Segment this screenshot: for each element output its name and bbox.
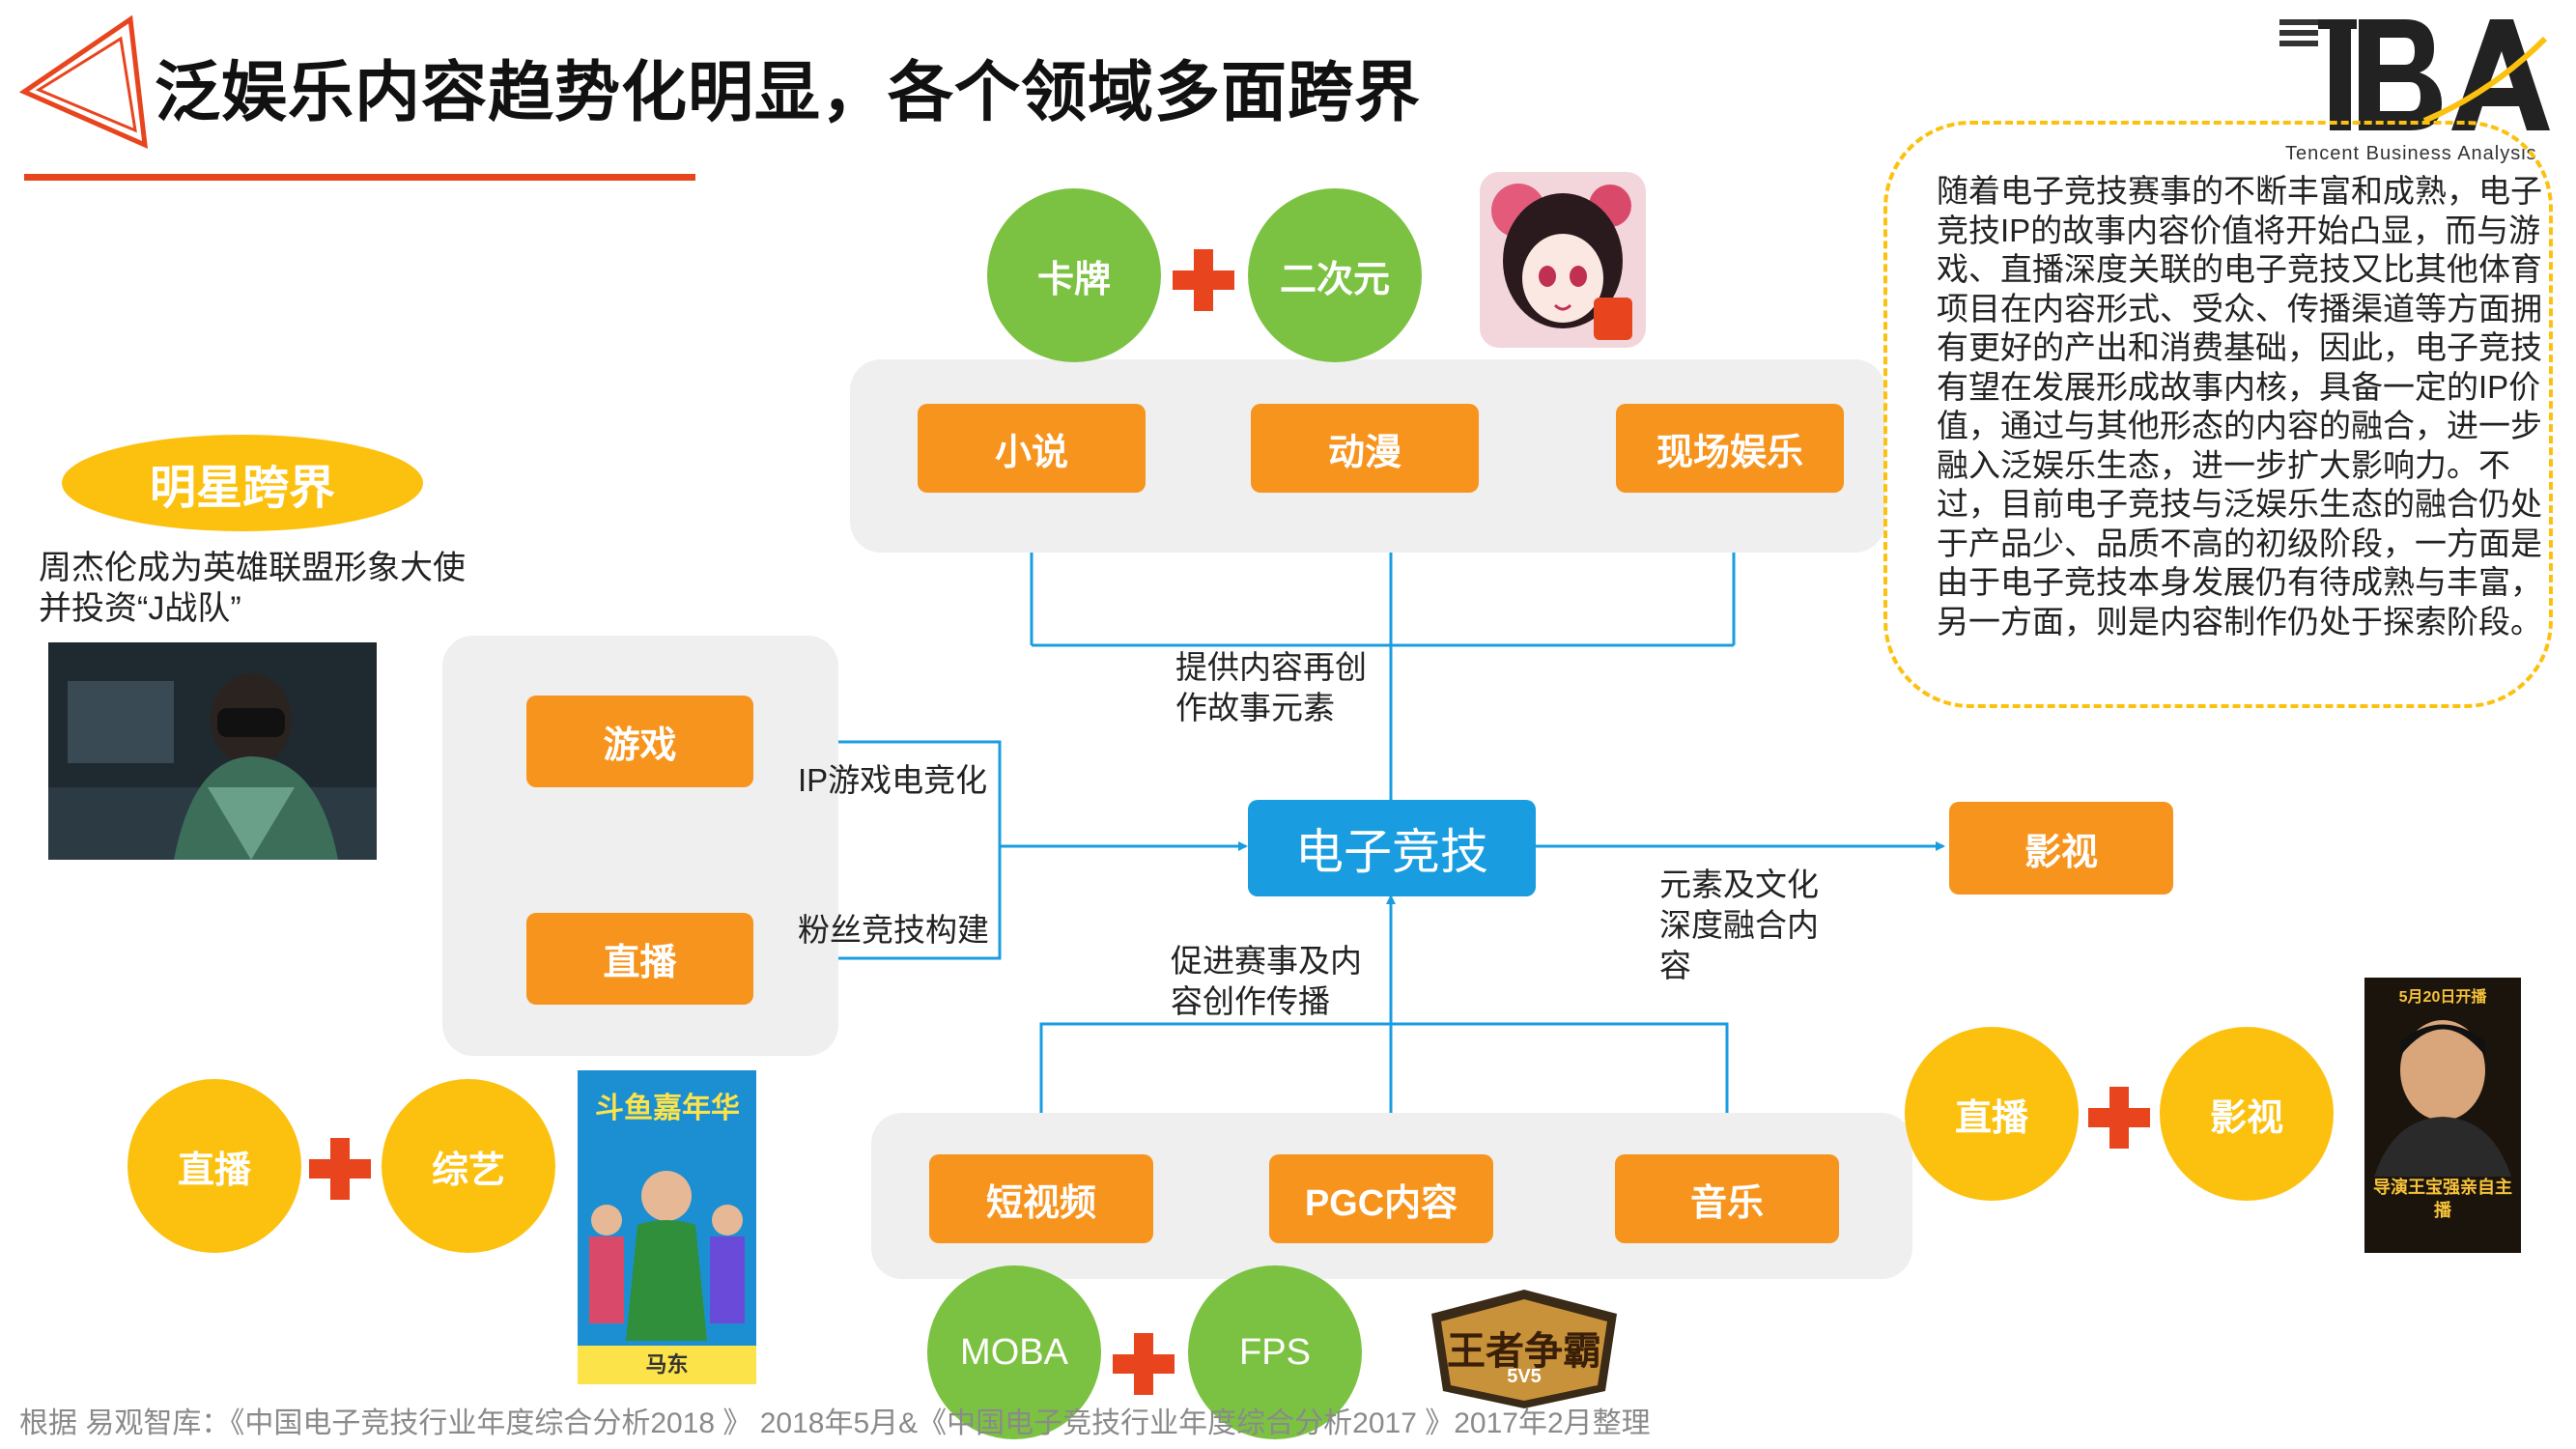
poster-movie-sub: 5月20日开播 <box>2398 989 2487 1006</box>
plus-icon <box>2088 1087 2150 1149</box>
title-underline <box>24 174 695 181</box>
poster-movie-title: 导演王宝强亲自主播 <box>2373 1178 2512 1220</box>
node-novel: 小说 <box>918 404 1146 493</box>
node-anime: 动漫 <box>1251 404 1479 493</box>
source-footnote: 根据 易观智库：《中国电子竞技行业年度综合分析2018 》 2018年5月&《中… <box>19 1407 1651 1439</box>
circle-fps: FPS <box>1188 1265 1362 1439</box>
star-badge: 明星跨界 <box>62 435 423 531</box>
label-deep-fusion: 元素及文化深度融合内容 <box>1659 867 1819 983</box>
plus-icon <box>309 1138 371 1200</box>
variety-show-poster: 斗鱼嘉年华 马东 <box>578 1070 756 1384</box>
circle-variety-show: 综艺 <box>382 1079 555 1253</box>
circle-livestream-right: 直播 <box>1905 1027 2079 1201</box>
node-music: 音乐 <box>1615 1154 1839 1243</box>
circle-moba: MOBA <box>927 1265 1101 1439</box>
plus-icon <box>1113 1333 1175 1395</box>
game-logo-sub: 5V5 <box>1507 1366 1542 1387</box>
game-logo-text: 王者争霸 <box>1447 1330 1601 1373</box>
triangle-logo-icon <box>18 14 148 150</box>
node-esports: 电子竞技 <box>1248 800 1536 896</box>
label-content-recreation: 提供内容再创作故事元素 <box>1175 649 1367 725</box>
page-title: 泛娱乐内容趋势化明显，各个领域多面跨界 <box>155 56 1422 129</box>
label-promote-events: 促进赛事及内容创作传播 <box>1171 943 1362 1019</box>
label-ip-game: IP游戏电竞化 <box>798 762 988 798</box>
poster-variety-title: 斗鱼嘉年华 <box>595 1093 740 1124</box>
node-game: 游戏 <box>526 696 753 787</box>
label-fan-competition: 粉丝竞技构建 <box>798 912 989 948</box>
analysis-note-text: 随着电子竞技赛事的不断丰富和成熟，电子竞技IP的故事内容价值将开始凸显，而与游戏… <box>1937 173 2542 639</box>
movie-poster: 5月20日开播 导演王宝强亲自主播 <box>2364 978 2521 1253</box>
tba-logo <box>2279 19 2550 130</box>
node-live-entertainment: 现场娱乐 <box>1616 404 1844 493</box>
plus-icon <box>1173 249 1234 311</box>
star-caption: 周杰伦成为英雄联盟形象大使并投资“J战队” <box>39 550 466 627</box>
circle-film-tv: 影视 <box>2160 1027 2334 1201</box>
anime-game-thumbnail <box>1480 172 1646 348</box>
game-logo-thumbnail: 王者争霸 5V5 <box>1412 1285 1636 1410</box>
star-badge-label: 明星跨界 <box>149 463 335 514</box>
poster-variety-sub: 马东 <box>578 1346 756 1384</box>
analysis-note-box <box>1883 121 2553 708</box>
circle-acg: 二次元 <box>1248 188 1422 362</box>
node-film-tv: 影视 <box>1949 802 2173 895</box>
node-pgc-content: PGC内容 <box>1269 1154 1493 1243</box>
circle-card-game: 卡牌 <box>987 188 1161 362</box>
circle-livestream-left: 直播 <box>127 1079 301 1253</box>
node-livestream: 直播 <box>526 913 753 1005</box>
star-photo <box>48 642 377 860</box>
node-short-video: 短视频 <box>929 1154 1153 1243</box>
